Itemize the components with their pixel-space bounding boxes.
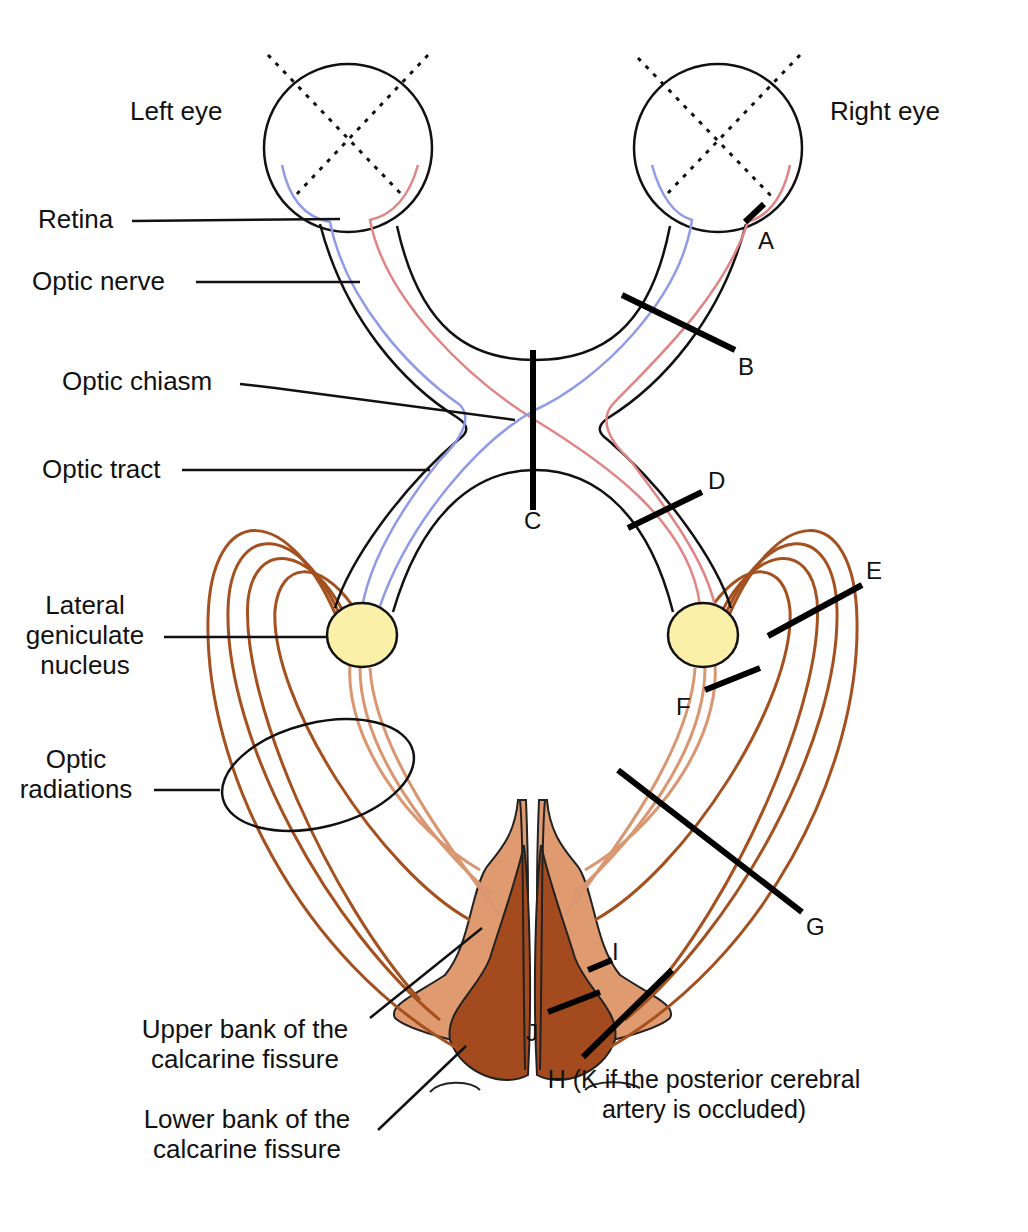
- lgn-left: [327, 603, 397, 667]
- structure-label: Right eye: [830, 96, 940, 126]
- radiations-ring: [210, 701, 425, 849]
- structure-label: Left eye: [130, 96, 223, 126]
- structure-label: Optic chiasm: [62, 366, 212, 396]
- structure-label: Retina: [38, 204, 113, 234]
- lesion-note: H (K if the posterior cerebral artery is…: [518, 1064, 890, 1124]
- lesion-letter: E: [866, 556, 882, 586]
- lesion-letter: C: [524, 506, 541, 536]
- optic-radiation-fibres: [208, 531, 857, 1050]
- retinal-fibres: [282, 165, 790, 608]
- structure-label: Lateral geniculate nucleus: [10, 590, 160, 680]
- lesion-bars: [533, 204, 862, 1057]
- lesion-letter: D: [708, 466, 725, 496]
- lesion-letter: A: [758, 226, 774, 256]
- structure-label: Upper bank of the calcarine fissure: [120, 1014, 370, 1074]
- structure-label: Lower bank of the calcarine fissure: [122, 1104, 372, 1164]
- eyeballs: [264, 55, 802, 232]
- lesion-letter: F: [676, 692, 691, 722]
- structure-label: Optic nerve: [32, 266, 165, 296]
- lesion-letter: J: [526, 1018, 538, 1048]
- lgn-right: [668, 603, 738, 667]
- lesion-letter: G: [806, 912, 825, 942]
- lesion-letter: B: [738, 352, 754, 382]
- structure-label: Optic tract: [42, 454, 160, 484]
- lesion-letter: I: [612, 937, 619, 967]
- structure-label: Optic radiations: [0, 744, 152, 804]
- leader-lines: [132, 219, 515, 1130]
- occipital-cortex: [394, 800, 671, 1092]
